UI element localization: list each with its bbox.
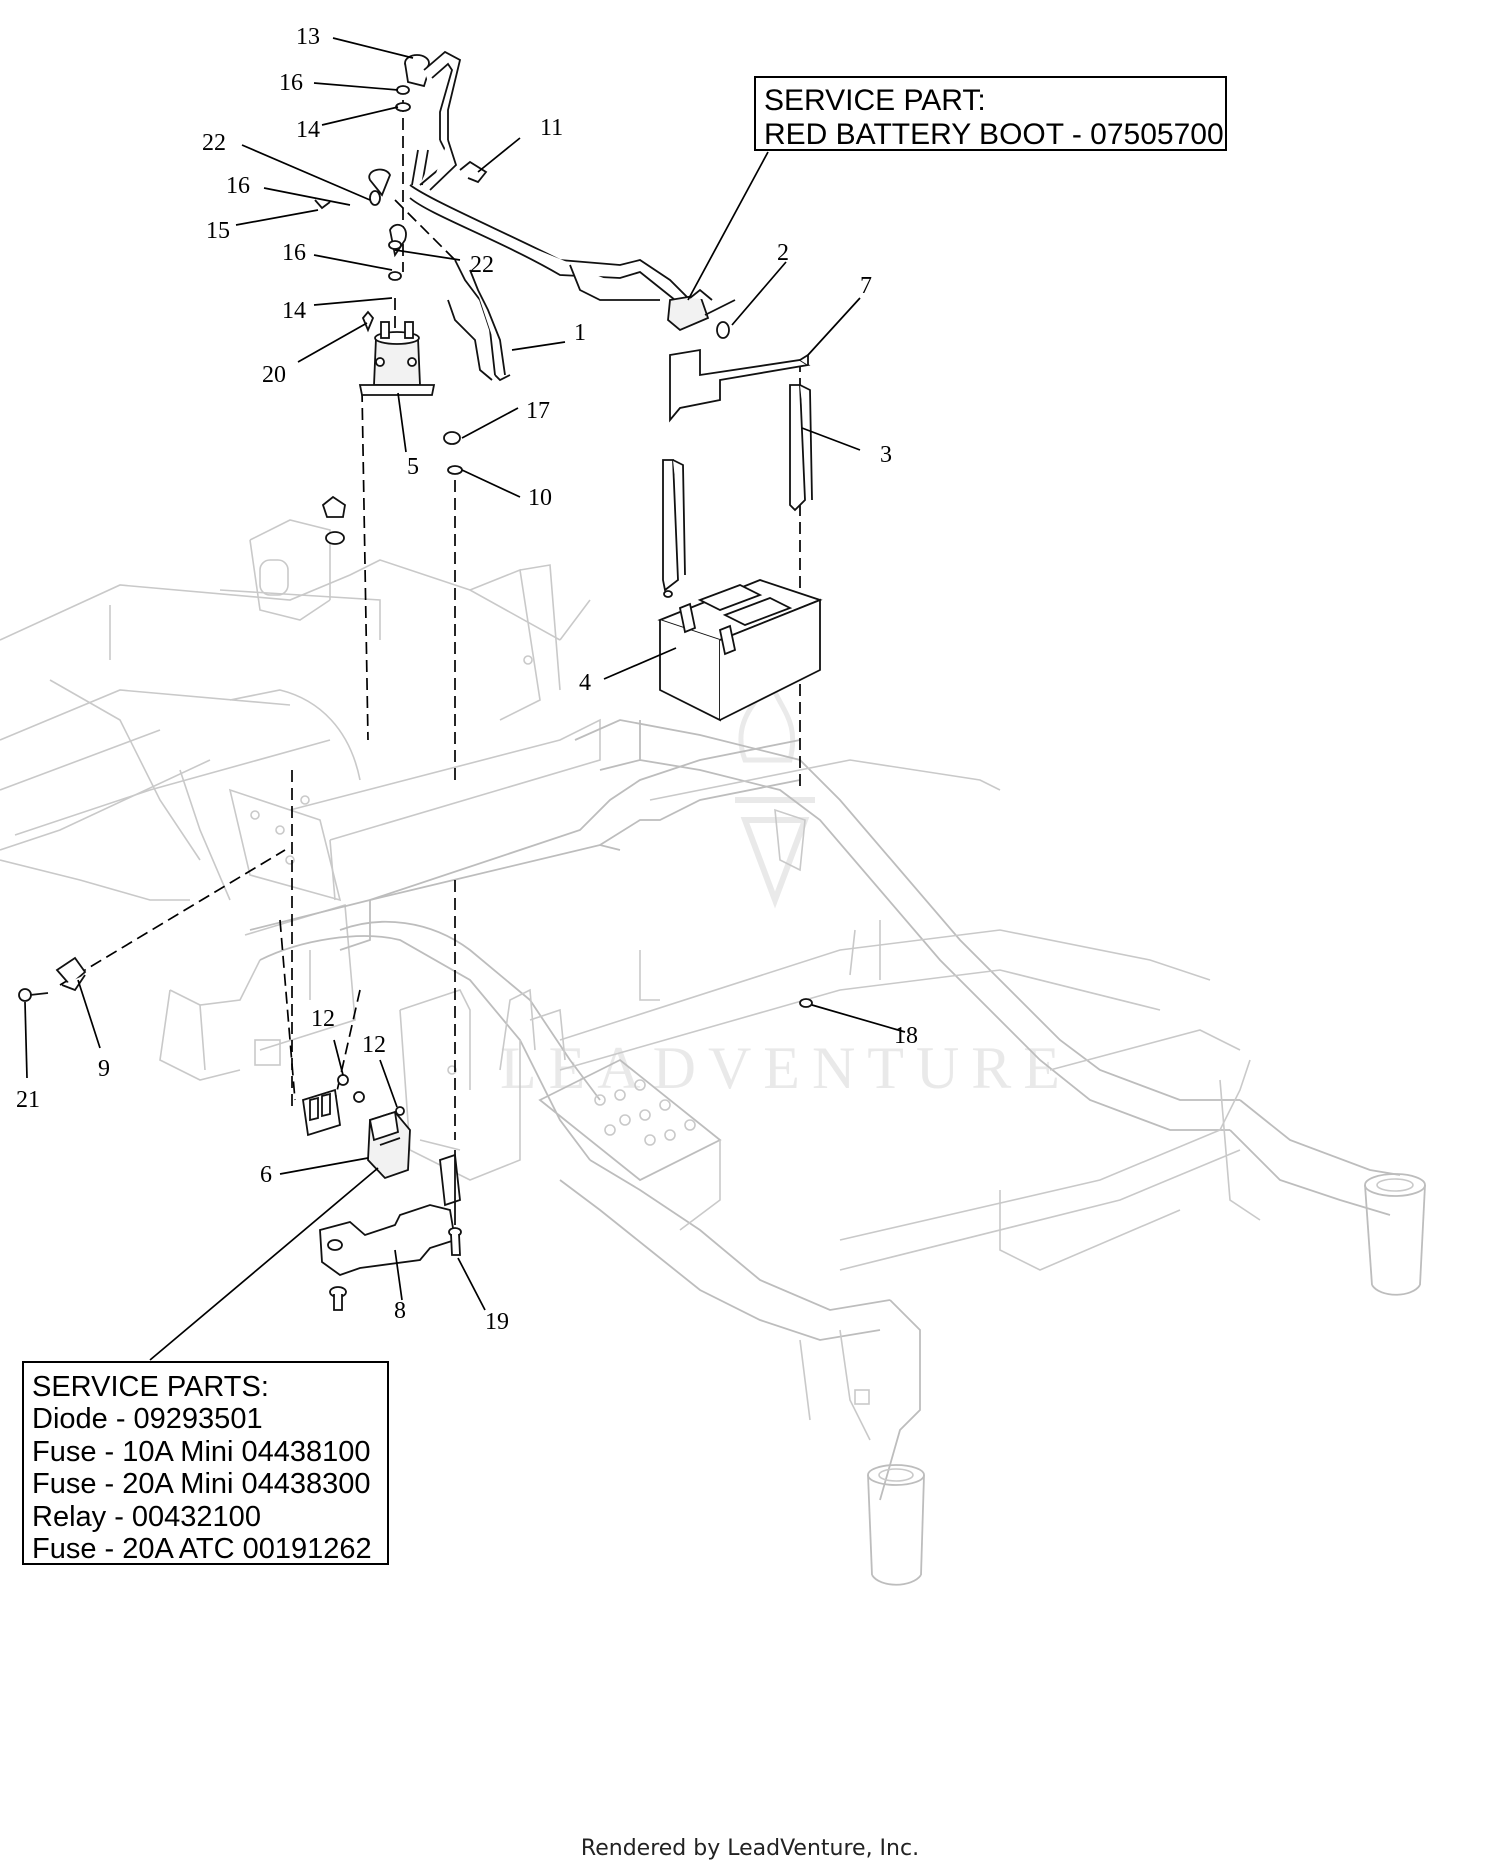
service-parts-item: Fuse - 10A Mini 04438100 [32, 1435, 371, 1468]
callout-12: 12 [311, 1006, 335, 1032]
callout-5: 5 [407, 454, 419, 480]
callout-10: 10 [528, 485, 552, 511]
rendered-by-footer: Rendered by LeadVenture, Inc. [580, 1836, 920, 1861]
service-parts-item: Fuse - 20A Mini 04438300 [32, 1468, 371, 1501]
callout-22: 22 [470, 252, 494, 278]
callout-14: 14 [296, 117, 320, 143]
service-part-line: RED BATTERY BOOT - 07505700 [764, 117, 1224, 151]
chassis-frame [0, 519, 1426, 1586]
assembly-dashed-lines [59, 100, 801, 1140]
callout-19: 19 [485, 1309, 509, 1335]
callout-7: 7 [860, 273, 872, 299]
service-parts-item: Fuse - 20A ATC 00191262 [32, 1533, 372, 1566]
callout-6: 6 [260, 1162, 272, 1188]
callout-8: 8 [394, 1298, 406, 1324]
clip-and-screw [18, 956, 87, 1002]
fuse-relay-block [302, 1074, 462, 1311]
callout-21: 21 [16, 1087, 40, 1113]
callout-9: 9 [98, 1056, 110, 1082]
service-parts-heading: SERVICE PARTS: [32, 1371, 269, 1403]
service-parts-item: Relay - 00432100 [32, 1500, 261, 1533]
battery-cable-assembly [404, 50, 736, 382]
callout-11: 11 [540, 115, 563, 141]
callout-3: 3 [880, 442, 892, 468]
callout-16: 16 [226, 173, 250, 199]
callout-2: 2 [777, 240, 789, 266]
callout-20: 20 [262, 362, 286, 388]
callout-16: 16 [282, 240, 306, 266]
starter-solenoid [358, 321, 436, 396]
watermark-text: LEADVENTURE [500, 1035, 1072, 1101]
battery-hold-down [662, 348, 813, 598]
service-part-callout: SERVICE PART: RED BATTERY BOOT - 0750570… [754, 76, 1227, 151]
callout-22: 22 [202, 130, 226, 156]
callout-15: 15 [206, 218, 230, 244]
service-parts-item: Diode - 09293501 [32, 1403, 263, 1436]
callout-4: 4 [579, 670, 591, 696]
fastener-18 [799, 998, 813, 1008]
leader-lines [24, 37, 906, 1361]
battery [657, 579, 823, 722]
service-parts-callout: SERVICE PARTS: Diode - 09293501 Fuse - 1… [22, 1361, 389, 1565]
service-part-heading: SERVICE PART: [764, 84, 986, 117]
callout-13: 13 [296, 24, 320, 50]
callout-12: 12 [362, 1032, 386, 1058]
callout-17: 17 [526, 398, 550, 424]
callout-14: 14 [282, 298, 306, 324]
callout-1: 1 [574, 320, 586, 346]
callout-16: 16 [279, 70, 303, 96]
callout-18: 18 [894, 1023, 918, 1049]
callout-numbers: 13 16 14 22 16 15 16 22 14 20 11 2 7 3 1… [16, 24, 918, 1335]
